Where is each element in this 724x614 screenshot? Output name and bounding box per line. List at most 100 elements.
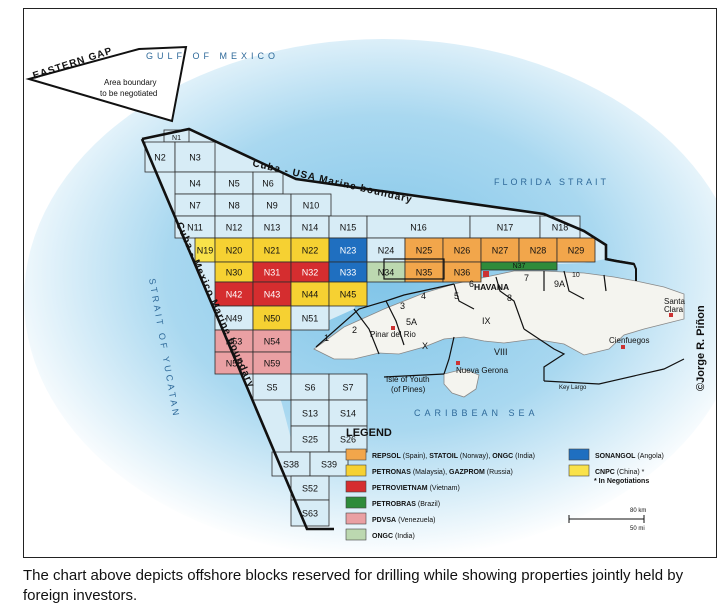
block-label-n26: N26 xyxy=(454,246,471,256)
onshore-6: 6 xyxy=(469,279,474,289)
block-n3 xyxy=(174,141,216,173)
block-label-n42: N42 xyxy=(226,290,243,300)
block-n42 xyxy=(214,281,254,307)
key-largo-label: Key Largo xyxy=(559,385,587,391)
block-label-n29: N29 xyxy=(568,246,585,256)
florida-strait-label: FLORIDA STRAIT xyxy=(494,177,609,187)
block-label-s26: S26 xyxy=(340,435,356,445)
block-label-n23: N23 xyxy=(340,246,357,256)
block-label-n36: N36 xyxy=(454,268,471,278)
block-n21 xyxy=(252,237,292,263)
santa-clara-label-1: Santa xyxy=(664,297,685,306)
legend-label-sonangol: SONANGOL (Angola) xyxy=(595,453,664,460)
block-n26 xyxy=(442,237,482,263)
block-s26 xyxy=(328,425,368,453)
block-label-n58: N58 xyxy=(226,359,243,369)
isle-label-1: Isle of Youth xyxy=(386,375,430,384)
block-label-n19: N19 xyxy=(197,246,214,256)
havana-label: HAVANA xyxy=(474,282,509,292)
legend-label-cnpc: CNPC (China) * xyxy=(595,469,645,476)
legend-title: LEGEND xyxy=(346,427,392,439)
caribbean-sea-label: CARIBBEAN SEA xyxy=(414,408,539,418)
nueva-label: Nueva Gerona xyxy=(456,366,509,375)
scale-km-label: 80 km xyxy=(630,508,646,514)
map-caption: The chart above depicts offshore blocks … xyxy=(23,567,684,604)
block-label-n21: N21 xyxy=(264,246,281,256)
block-s5 xyxy=(252,373,292,401)
block-s14 xyxy=(328,399,368,427)
onshore-x: X xyxy=(422,341,428,351)
block-label-n25: N25 xyxy=(416,246,433,256)
block-n20 xyxy=(214,237,254,263)
cuba-mexico-marine-boundary xyxy=(140,138,334,531)
block-label-n33: N33 xyxy=(340,268,357,278)
block-label-n32: N32 xyxy=(302,268,319,278)
onshore-viii: VIII xyxy=(494,347,508,357)
block-label-s14: S14 xyxy=(340,409,356,419)
block-label-n28: N28 xyxy=(530,246,547,256)
santa-clara-marker xyxy=(669,313,673,317)
onshore-4: 4 xyxy=(421,291,426,301)
legend-swatch-cnpc xyxy=(568,464,590,477)
block-n51 xyxy=(290,305,330,331)
places: HAVANA Pinar del Rio Nueva Gerona Isle o… xyxy=(370,271,685,394)
legend-swatch-sonangol xyxy=(568,448,590,461)
block-label-n3: N3 xyxy=(189,153,201,163)
legend-swatch-repsol xyxy=(345,448,367,461)
block-label-s38: S38 xyxy=(283,460,299,470)
block-n45 xyxy=(328,281,368,307)
block-n37 xyxy=(480,261,558,271)
block-label-n8: N8 xyxy=(228,201,240,211)
onshore-block-lines xyxy=(315,258,685,385)
block-n36 xyxy=(442,261,482,283)
block-n2 xyxy=(144,141,176,173)
nueva-marker xyxy=(456,361,460,365)
isle-of-youth xyxy=(443,368,480,398)
legend-label-pdvsa: PDVSA (Venezuela) xyxy=(372,517,435,524)
block-label-n27: N27 xyxy=(492,246,509,256)
area-boundary-label-2: to be negotiated xyxy=(100,89,157,98)
block-label-n10: N10 xyxy=(303,201,320,211)
map-frame: EASTERN GAP Area boundary to be negotiat… xyxy=(23,8,717,558)
block-label-n53: N53 xyxy=(226,337,243,347)
havana-marker xyxy=(483,271,489,277)
legend-swatch-petrovietnam xyxy=(345,480,367,493)
legend-label-petrovietnam: PETROVIETNAM (Vietnam) xyxy=(372,485,460,492)
block-label-s63: S63 xyxy=(302,509,318,519)
block-label-s6: S6 xyxy=(304,383,315,393)
block-label-n2: N2 xyxy=(154,153,166,163)
block-label-n31: N31 xyxy=(264,268,281,278)
block-label-n49: N49 xyxy=(226,314,243,324)
block-label-n51: N51 xyxy=(302,314,319,324)
block-label-n13: N13 xyxy=(264,223,281,233)
block-label-n30: N30 xyxy=(226,268,243,278)
legend-swatch-petrobras xyxy=(345,496,367,509)
block-n27 xyxy=(480,237,520,263)
block-label-n11: N11 xyxy=(187,223,203,233)
block-label-n45: N45 xyxy=(340,290,357,300)
block-label-s39: S39 xyxy=(321,460,337,470)
legend-swatch-petronas xyxy=(345,464,367,477)
eastern-gap-area xyxy=(25,45,188,123)
block-label-n22: N22 xyxy=(302,246,319,256)
legend-label-petronas: PETRONAS (Malaysia), GAZPROM (Russia) xyxy=(372,469,513,476)
block-label-s5: S5 xyxy=(266,383,277,393)
onshore-8: 8 xyxy=(507,293,512,303)
block-n28 xyxy=(518,237,558,263)
onshore-block-labels: 1 2 3 4 5 5A 6 7 8 9A 10 IX X VIII xyxy=(324,272,580,357)
block-label-s25: S25 xyxy=(302,435,318,445)
block-label-n18: N18 xyxy=(552,223,569,233)
cienfuegos-label: Cienfuegos xyxy=(609,336,649,345)
block-label-n44: N44 xyxy=(302,290,319,300)
block-label-n43: N43 xyxy=(264,290,281,300)
block-label-n35: N35 xyxy=(416,268,433,278)
block-label-n24: N24 xyxy=(378,246,395,256)
pinar-marker xyxy=(391,326,395,330)
block-n44 xyxy=(290,281,330,307)
block-n23 xyxy=(328,237,368,263)
gulf-of-mexico-label: GULF OF MEXICO xyxy=(146,51,279,61)
block-label-n54: N54 xyxy=(264,337,281,347)
block-label-n9: N9 xyxy=(266,201,278,211)
block-s52 xyxy=(290,475,330,501)
block-label-n4: N4 xyxy=(189,179,201,189)
